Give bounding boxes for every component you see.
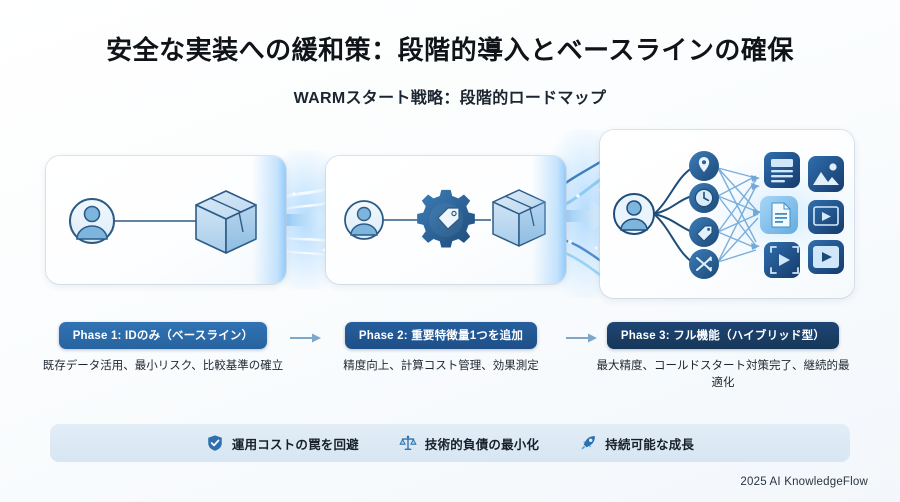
roadmap-diagram [40,129,860,300]
shuffle-icon [689,248,719,279]
tag-icon [437,206,460,230]
phase-2-badge[interactable]: Phase 2: 重要特徴量1つを追加 [344,321,538,349]
phase-3-diagram [600,129,854,298]
panel-3-graphic [600,129,854,298]
phase-column-3: Phase 3: フル機能（ハイブリッド型） 最大精度、コールドスタート対策完了… [592,321,854,394]
article-tile-icon [764,151,800,188]
phase-transition-arrow-2 [564,331,598,345]
avatar-to-feature-links [653,166,693,263]
phase-1-badge[interactable]: Phase 1: IDのみ（ベースライン） [58,321,268,349]
video-window-tile-icon [808,199,844,234]
footer-credit: 2025 AI KnowledgeFlow [740,476,868,488]
package-box-icon [195,189,257,254]
phase-3-badge[interactable]: Phase 3: フル機能（ハイブリッド型） [606,321,840,349]
phase-2-diagram [326,155,566,284]
benefit-item-growth: 持続可能な成長 [579,434,694,453]
phase-transition-arrow-1 [288,331,322,345]
document-tile-icon [760,195,798,234]
phase-label-row: Phase 1: IDのみ（ベースライン） 既存データ活用、最小リスク、比較基準… [40,321,860,394]
phase-column-2: Phase 2: 重要特徴量1つを追加 精度向上、計算コスト管理、効果測定 [318,321,564,376]
phase-1-description: 既存データ活用、最小リスク、比較基準の確立 [42,359,284,372]
rocket-icon [581,436,596,450]
benefit-item-debt: 技術的負債の最小化 [399,434,539,453]
benefits-bar: 運用コストの罠を回避 技術的負債の最小化 持続可能な成長 [50,424,850,462]
benefit-label-debt: 技術的負債の最小化 [424,437,540,452]
image-tile-icon [808,155,844,192]
gear-tag-icon [417,189,475,248]
phase-1-diagram [46,155,286,284]
user-avatar-icon [613,192,655,235]
page-title: 安全な実装への緩和策：段階的導入とベースラインの確保 [106,35,794,65]
package-box-icon [492,188,546,247]
feature-to-content-links [717,166,759,263]
user-avatar-icon [344,199,384,240]
panel-2-graphic [344,188,546,248]
link-arrowheads [751,174,762,250]
phase-3-description: 最大精度、コールドスタート対策完了、継続的最適化 [596,359,850,390]
benefit-label-growth: 持続可能な成長 [605,437,695,452]
clock-icon [689,182,719,213]
shield-check-icon [208,435,222,451]
location-pin-icon [689,150,719,181]
header: 安全な実装への緩和策：段階的導入とベースラインの確保 WARMスタート戦略：段階… [0,0,900,108]
benefit-label-cost: 運用コストの罠を回避 [231,437,359,452]
arrow-right-icon [566,333,597,342]
scales-balance-icon [399,435,417,450]
play-tile-icon [808,239,844,274]
user-avatar-icon [69,197,115,244]
phase-column-1: Phase 1: IDのみ（ベースライン） 既存データ活用、最小リスク、比較基準… [40,321,286,376]
video-frame-tile-icon [764,241,800,278]
benefit-item-cost: 運用コストの罠を回避 [206,434,359,453]
page-subtitle: WARMスタート戦略：段階的ロードマップ [293,89,607,107]
panel-1-graphic [69,189,257,254]
tag-icon [689,216,719,247]
phase-2-description: 精度向上、計算コスト管理、効果測定 [343,359,539,372]
arrow-right-icon [290,333,321,342]
